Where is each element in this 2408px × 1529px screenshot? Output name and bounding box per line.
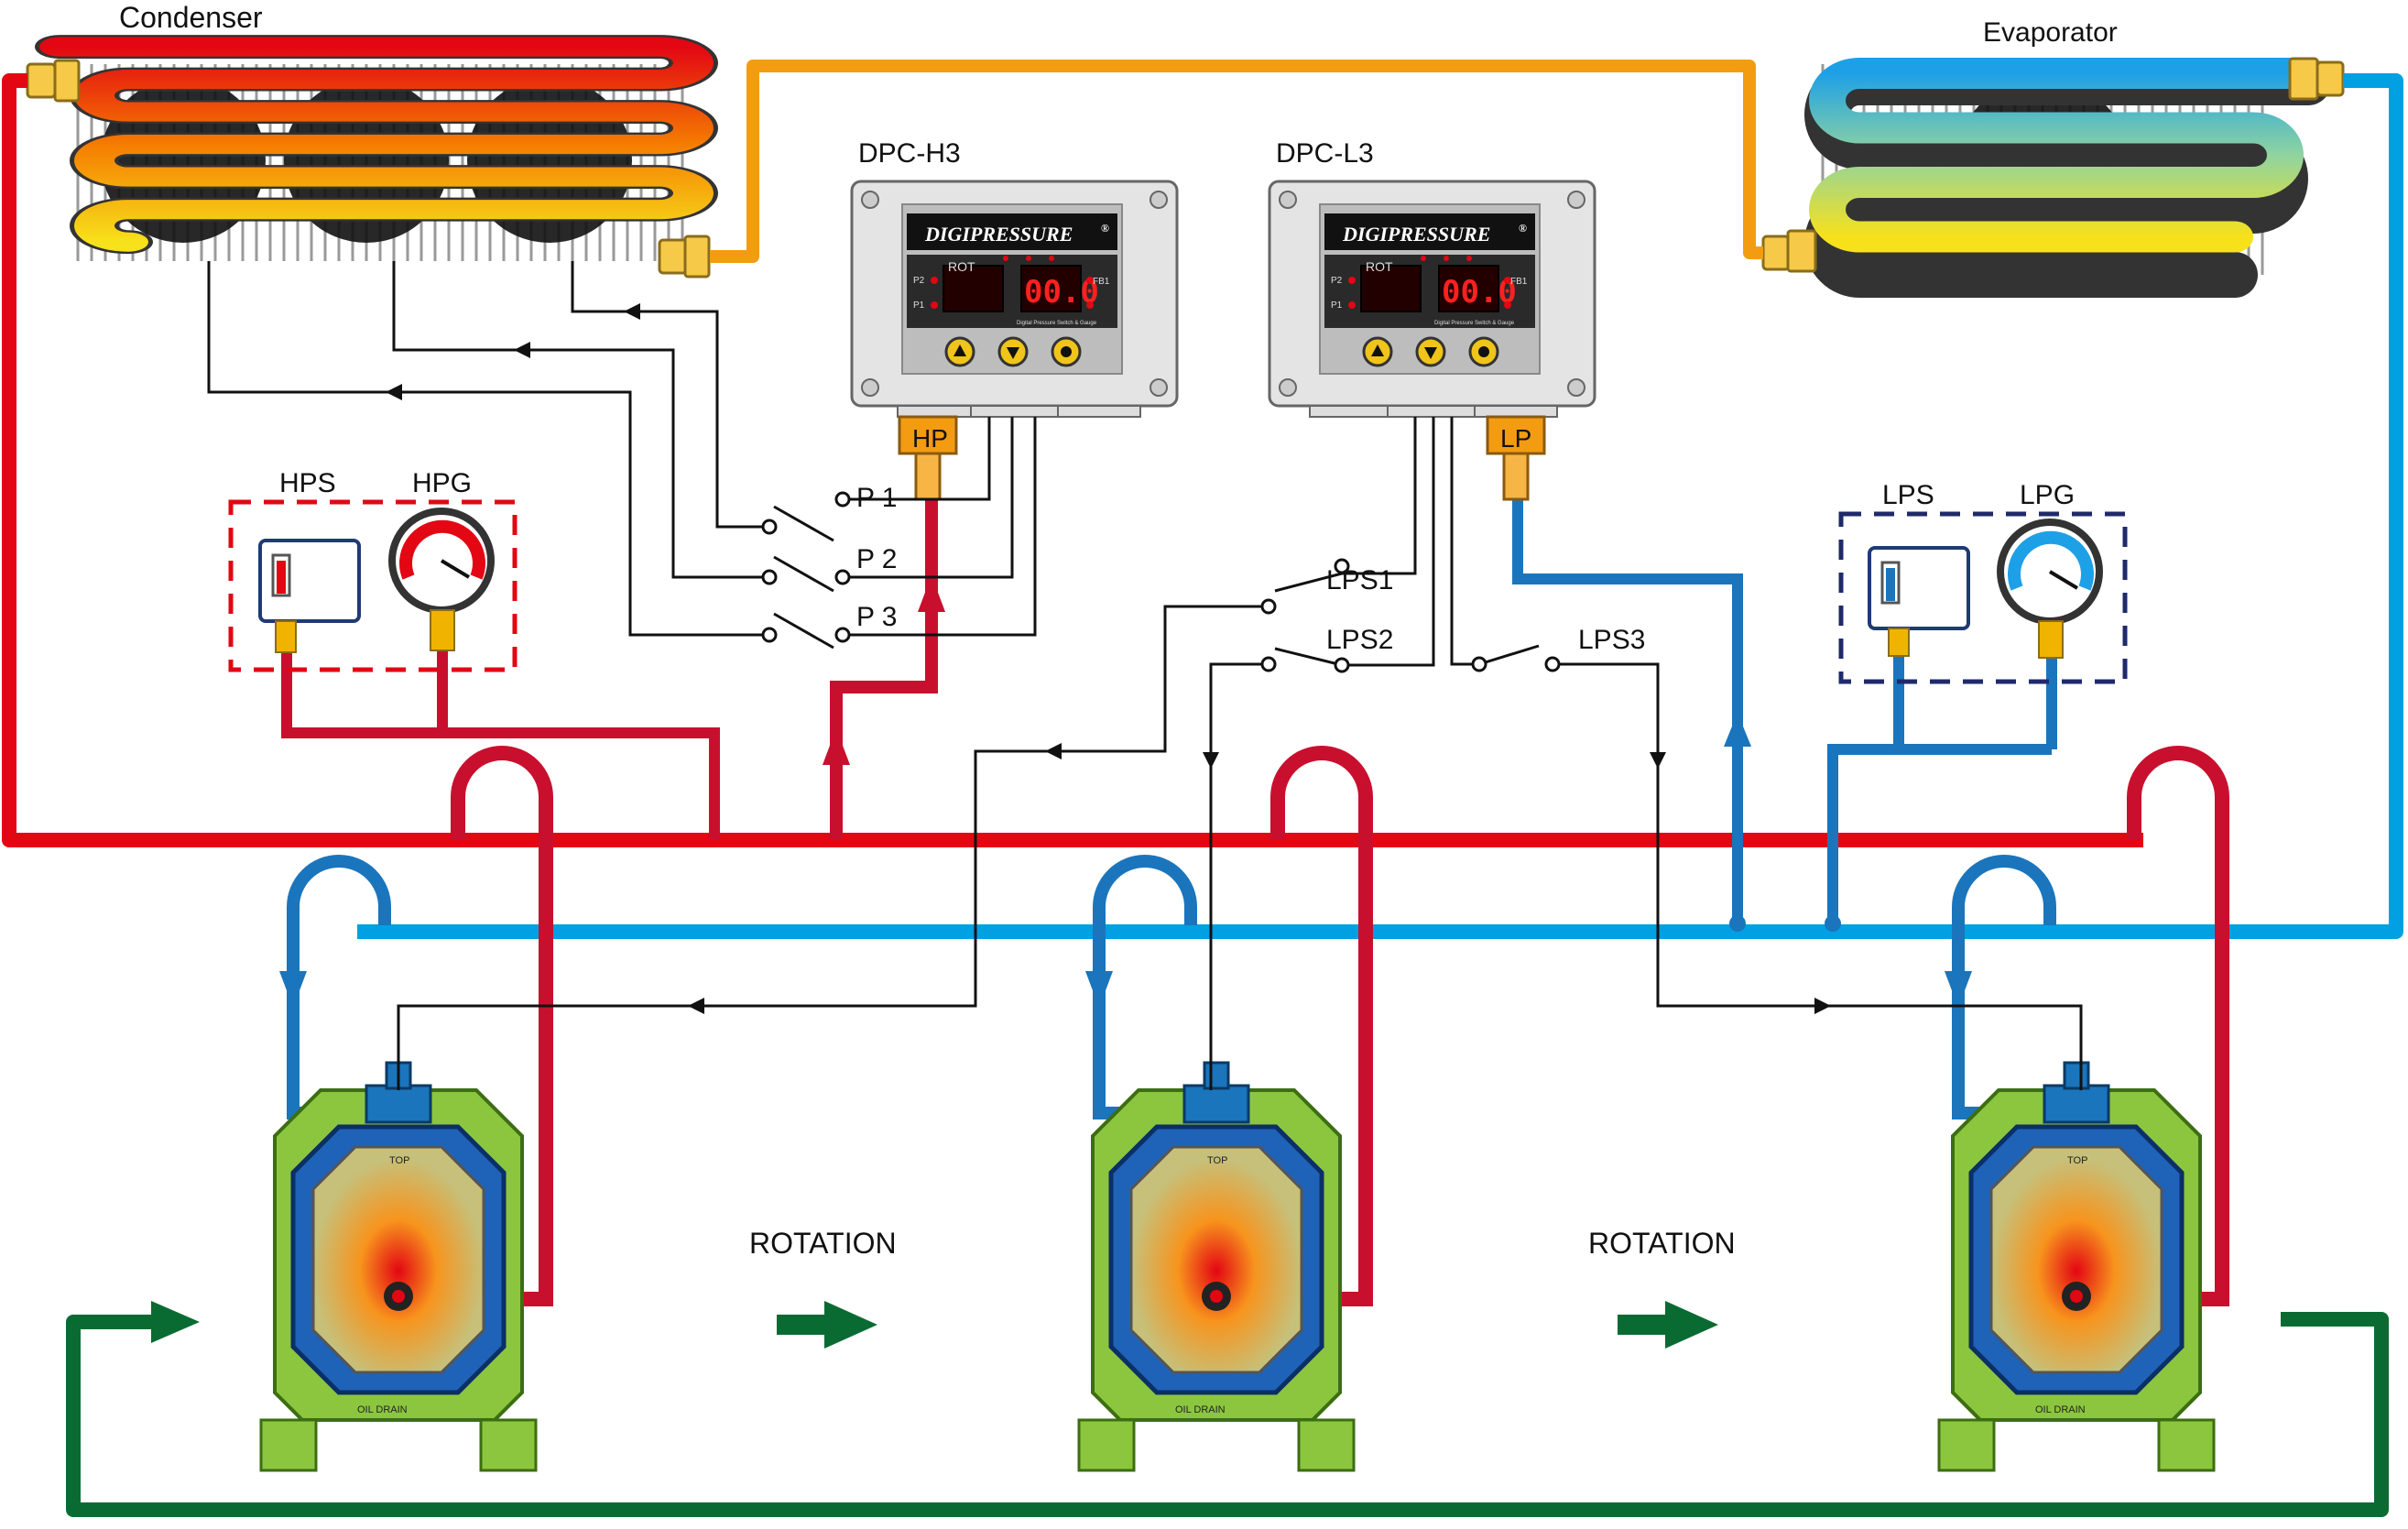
evaporator-label: Evaporator <box>1983 17 2118 48</box>
control-wiring <box>207 261 2083 1090</box>
compressor-1: TOP OIL DRAIN <box>259 1061 538 1472</box>
controller-dpc-l3: DIGIPRESSURE ® 00.0 ROT FB1 P2 P1 Digita… <box>1268 180 1596 501</box>
suction-manifold <box>357 73 2403 939</box>
condenser <box>26 35 718 278</box>
compressor-top-label: TOP <box>2067 1155 2087 1166</box>
dpc-l3-down-icon <box>1424 347 1437 359</box>
evaporator-tube <box>1809 58 2326 253</box>
compressor-2-suction-arrow <box>1085 971 1113 1008</box>
switch-contacts <box>761 491 1561 673</box>
dpc-h3-led-fb1: FB1 <box>1093 277 1110 287</box>
lp-junction <box>1729 915 1746 932</box>
dpc-h3-subtitle: Digital Pressure Switch & Gauge <box>1017 321 1097 326</box>
lps-lpg-box <box>1838 511 2128 684</box>
hpg-label: HPG <box>412 468 472 498</box>
compressor-3-suction <box>1952 855 2076 1119</box>
controller-dpc-h3: DIGIPRESSURE ® 00.0 ROT FB1 P2 P1 Digita… <box>850 180 1179 501</box>
hp-arrow-up <box>823 728 850 765</box>
dpc-l3-registered: ® <box>1519 222 1527 235</box>
compressor-3-discharge <box>2075 746 2229 1306</box>
rotation-label-1: ROTATION <box>749 1227 897 1260</box>
compressor-top-label: TOP <box>389 1155 409 1166</box>
dpc-h3-set-icon <box>1061 346 1072 357</box>
compressor-top-label: TOP <box>1207 1155 1227 1166</box>
hps-hpg-box <box>228 499 518 672</box>
dpc-h3-led-rot: ROT <box>948 259 975 274</box>
dpc-l3-brand: DIGIPRESSURE <box>1342 223 1490 246</box>
compressor-2: TOP OIL DRAIN <box>1077 1061 1356 1472</box>
lps-label: LPS <box>1882 480 1934 510</box>
switch-lps2-label: LPS2 <box>1326 625 1393 655</box>
dpc-l3-set-icon <box>1478 346 1489 357</box>
compressor-3-suction-arrow <box>1945 971 1972 1008</box>
dpc-l3-up-icon <box>1371 344 1384 356</box>
dpc-h3-led-p2: P2 <box>913 276 925 286</box>
discharge-manifold <box>2 73 2143 847</box>
lps-junction <box>1825 915 1841 932</box>
hp-arrow-up-2 <box>918 575 945 612</box>
hpg-gauge <box>388 508 495 651</box>
compressor-oil-drain-label: OIL DRAIN <box>357 1404 408 1415</box>
dpc-h3-brand: DIGIPRESSURE <box>924 223 1073 246</box>
switch-lps1-label: LPS1 <box>1326 565 1393 595</box>
compressor-1-suction-arrow <box>279 971 307 1008</box>
switch-p3-label: P 3 <box>856 602 898 632</box>
dpc-l3-led-p2: P2 <box>1331 276 1343 286</box>
rotation-arrow-2 <box>1618 1301 1718 1349</box>
dpc-h3-down-icon <box>1007 347 1019 359</box>
dpc-h3-port: HP <box>912 424 948 453</box>
dpc-l3-led-rot: ROT <box>1366 259 1393 274</box>
compressor-1-suction <box>287 855 396 1119</box>
compressor-oil-drain-label: OIL DRAIN <box>1175 1404 1226 1415</box>
compressor-1-discharge <box>394 746 553 1306</box>
condenser-tube <box>39 37 714 252</box>
compressor-2-discharge <box>1214 746 1373 1306</box>
lp-arrow-up <box>1724 713 1751 747</box>
liquid-line <box>710 60 1763 263</box>
rotation-arrow-1 <box>777 1301 877 1349</box>
lps-switch <box>1868 546 1970 657</box>
lp-line <box>1512 499 1743 923</box>
rotation-loop <box>66 1312 2389 1517</box>
dpc-h3-led-p1: P1 <box>913 300 925 311</box>
dpc-l3-led-fb1: FB1 <box>1510 277 1528 287</box>
dpc-l3-led-p1: P1 <box>1331 300 1343 311</box>
dpc-l3-port: LP <box>1500 424 1531 453</box>
switch-lps3-label: LPS3 <box>1578 625 1645 655</box>
dpc-h3-registered: ® <box>1101 222 1109 235</box>
switch-p1-label: P 1 <box>856 483 898 513</box>
dpc-l3-subtitle: Digital Pressure Switch & Gauge <box>1434 321 1515 326</box>
compressor-oil-drain-label: OIL DRAIN <box>2035 1404 2086 1415</box>
evaporator-fittings <box>1761 57 2345 273</box>
compressor-3: TOP OIL DRAIN <box>1937 1061 2216 1472</box>
compressor-2-suction <box>1093 855 1215 1119</box>
rotation-label-2: ROTATION <box>1588 1227 1736 1260</box>
dpc-l3-model: DPC-L3 <box>1276 138 1374 169</box>
condenser-label: Condenser <box>119 1 263 34</box>
hps-line <box>281 650 720 840</box>
lpg-label: LPG <box>2020 480 2075 510</box>
hps-label: HPS <box>279 468 336 498</box>
lps-line <box>1827 652 1904 923</box>
hps-switch <box>258 539 361 653</box>
evaporator <box>1761 57 2345 298</box>
switch-p2-label: P 2 <box>856 544 898 574</box>
condenser-fittings <box>26 59 711 278</box>
dpc-h3-up-icon <box>953 344 966 356</box>
rotation-arrow-left-in <box>151 1301 200 1343</box>
lpg-gauge <box>1997 519 2103 659</box>
dpc-h3-model: DPC-H3 <box>858 138 961 169</box>
